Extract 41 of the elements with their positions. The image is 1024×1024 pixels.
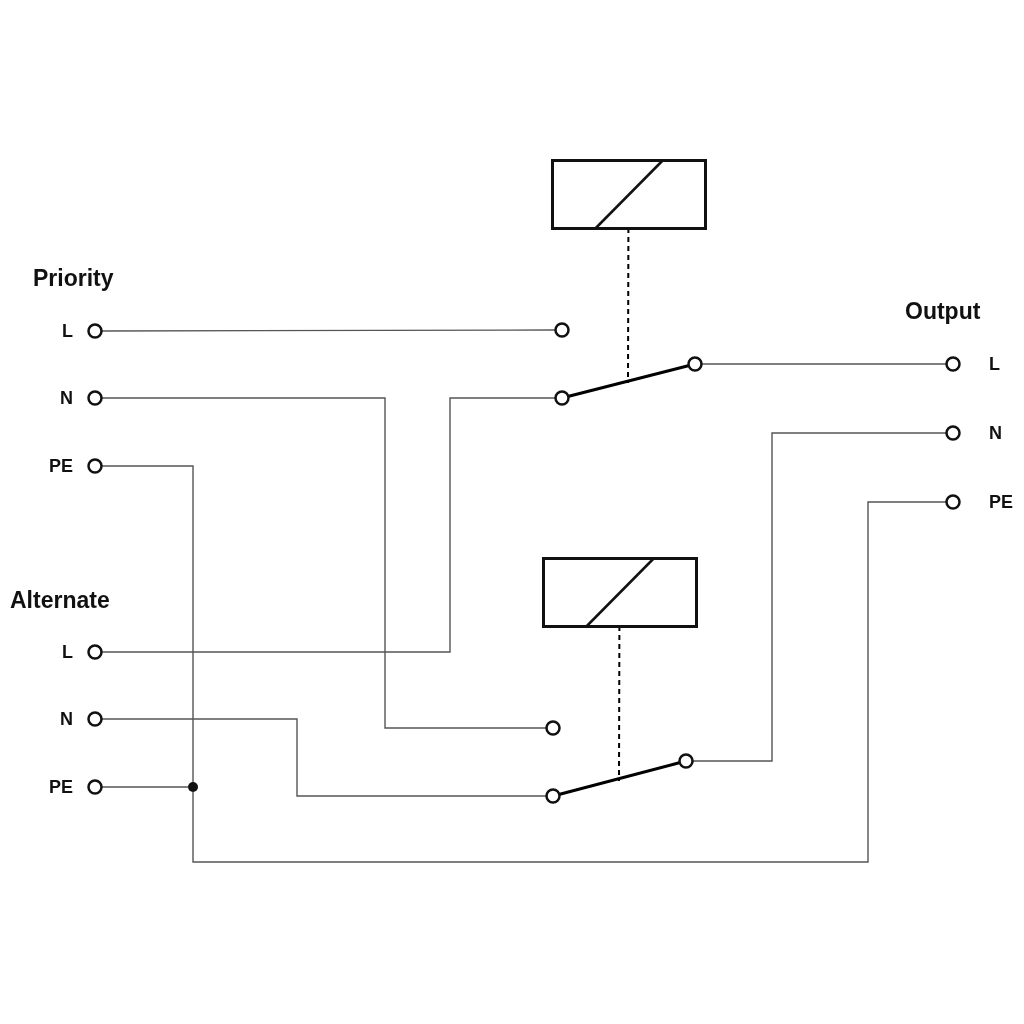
terminal-circle xyxy=(86,710,104,728)
terminal-circle xyxy=(944,355,962,373)
terminal-label: PE xyxy=(49,778,73,796)
switch-blade xyxy=(559,761,680,796)
terminal-circle xyxy=(553,321,571,339)
terminal-label: L xyxy=(62,643,73,661)
terminal-circle xyxy=(86,643,104,661)
wire xyxy=(101,329,556,332)
terminal-circle xyxy=(553,389,571,407)
terminal-label: N xyxy=(989,424,1002,442)
terminal-circle xyxy=(686,355,704,373)
wire xyxy=(101,786,189,788)
terminal-circle xyxy=(944,493,962,511)
terminal-label: L xyxy=(62,322,73,340)
terminal-label: N xyxy=(60,710,73,728)
group-heading: Output xyxy=(905,300,981,323)
wire xyxy=(692,432,947,762)
terminal-circle xyxy=(86,322,104,340)
wire xyxy=(701,363,947,365)
terminal-circle xyxy=(86,389,104,407)
group-heading: Priority xyxy=(33,267,114,290)
wire xyxy=(101,465,194,783)
wire xyxy=(101,397,547,729)
switch-blade xyxy=(568,364,689,398)
group-heading: Alternate xyxy=(10,589,110,612)
terminal-circle xyxy=(544,719,562,737)
terminal-label: PE xyxy=(989,493,1013,511)
wire xyxy=(192,501,947,863)
terminal-circle xyxy=(944,424,962,442)
terminal-circle xyxy=(86,457,104,475)
terminal-label: PE xyxy=(49,457,73,475)
terminal-circle xyxy=(544,787,562,805)
terminal-circle xyxy=(86,778,104,796)
wire xyxy=(101,397,556,653)
terminal-label: N xyxy=(60,389,73,407)
relay-coil-symbol xyxy=(550,158,707,230)
wire xyxy=(101,718,547,797)
terminal-circle xyxy=(677,752,695,770)
relay-coil-symbol xyxy=(541,556,698,628)
junction-dot xyxy=(186,780,200,794)
terminal-label: L xyxy=(989,355,1000,373)
